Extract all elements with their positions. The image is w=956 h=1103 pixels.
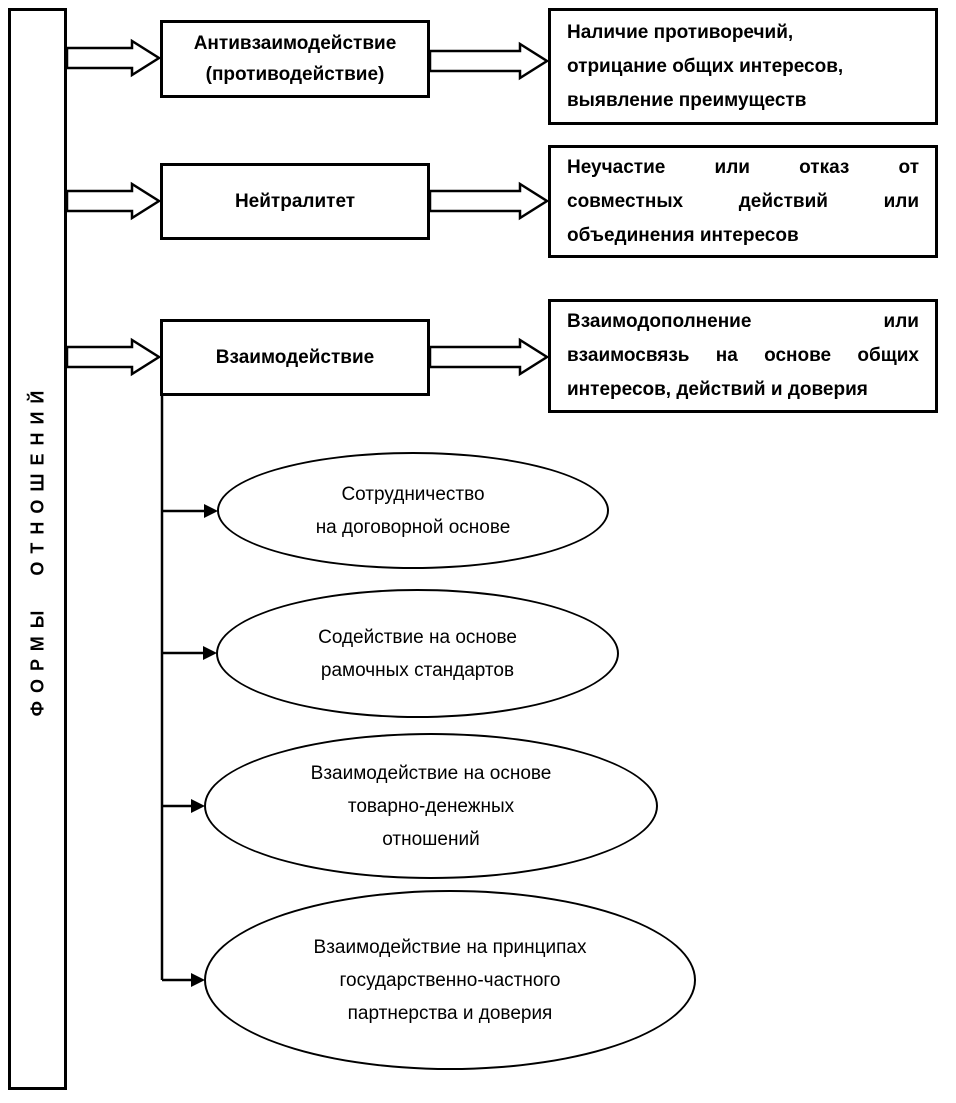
subform-line: партнерства и доверия bbox=[347, 1002, 553, 1024]
form-box-antivzaimodeystvie: Антивзаимодействие (противодействие) bbox=[160, 20, 430, 98]
form-box-vzaimodeystvie: Взаимодействие bbox=[160, 319, 430, 396]
branch-arrow-icon bbox=[162, 646, 217, 660]
subform-ellipse-cooperation: Сотрудничество на договорной основе bbox=[217, 452, 609, 569]
description-line: Взаимодополнение или bbox=[567, 311, 919, 332]
block-arrow-icon bbox=[65, 38, 162, 78]
subform-line: товарно-денежных bbox=[347, 795, 515, 817]
subform-line: государственно-частного bbox=[339, 969, 561, 991]
subform-line: отношений bbox=[382, 828, 480, 850]
subform-line: Взаимодействие на основе bbox=[310, 762, 552, 784]
description-box-vzaimodeystvie: Взаимодополнение или взаимосвязь на осно… bbox=[548, 299, 938, 413]
block-arrow-icon bbox=[65, 337, 162, 377]
description-line: интересов, действий и доверия bbox=[567, 379, 868, 400]
forms-of-relations-bar: ФОРМЫ ОТНОШЕНИЙ bbox=[8, 8, 67, 1090]
branch-arrow-icon bbox=[162, 973, 205, 987]
form-box-label-line: Нейтралитет bbox=[234, 191, 356, 212]
subform-ellipse-commodity-money: Взаимодействие на основе товарно-денежны… bbox=[204, 733, 658, 879]
subform-line: Содействие на основе bbox=[318, 626, 517, 648]
branch-arrow-icon bbox=[162, 799, 205, 813]
block-arrow-icon bbox=[428, 181, 550, 221]
block-arrow-icon bbox=[428, 337, 550, 377]
forms-of-relations-label: ФОРМЫ ОТНОШЕНИЙ bbox=[27, 382, 47, 716]
description-box-antivzaimodeystvie: Наличие противоречий, отрицание общих ин… bbox=[548, 8, 938, 125]
description-line: объединения интересов bbox=[567, 224, 799, 246]
form-box-label-line: Взаимодействие bbox=[215, 347, 375, 368]
description-line: отрицание общих интересов, bbox=[567, 55, 844, 77]
description-line: Неучастие или отказ от bbox=[567, 156, 919, 178]
subform-line: на договорной основе bbox=[315, 516, 511, 538]
subform-ellipse-assistance: Содействие на основе рамочных стандартов bbox=[216, 589, 619, 718]
description-box-neytralitet: Неучастие или отказ от совместных действ… bbox=[548, 145, 938, 258]
subform-ellipse-ppp: Взаимодействие на принципах государствен… bbox=[204, 890, 696, 1070]
description-line: Наличие противоречий, bbox=[567, 21, 794, 43]
subform-line: Взаимодействие на принципах bbox=[313, 936, 587, 958]
subform-line: Сотрудничество bbox=[341, 483, 485, 505]
description-line: совместных действий или bbox=[567, 190, 919, 212]
form-box-neytralitet: Нейтралитет bbox=[160, 163, 430, 240]
description-line: взаимосвязь на основе общих bbox=[567, 345, 919, 366]
block-arrow-icon bbox=[65, 181, 162, 221]
branch-arrow-icon bbox=[162, 504, 218, 518]
form-box-label-line: (противодействие) bbox=[205, 64, 385, 85]
form-box-label-line: Антивзаимодействие bbox=[193, 33, 397, 54]
block-arrow-icon bbox=[428, 41, 550, 81]
subform-line: рамочных стандартов bbox=[320, 659, 515, 681]
description-line: выявление преимуществ bbox=[567, 89, 807, 111]
